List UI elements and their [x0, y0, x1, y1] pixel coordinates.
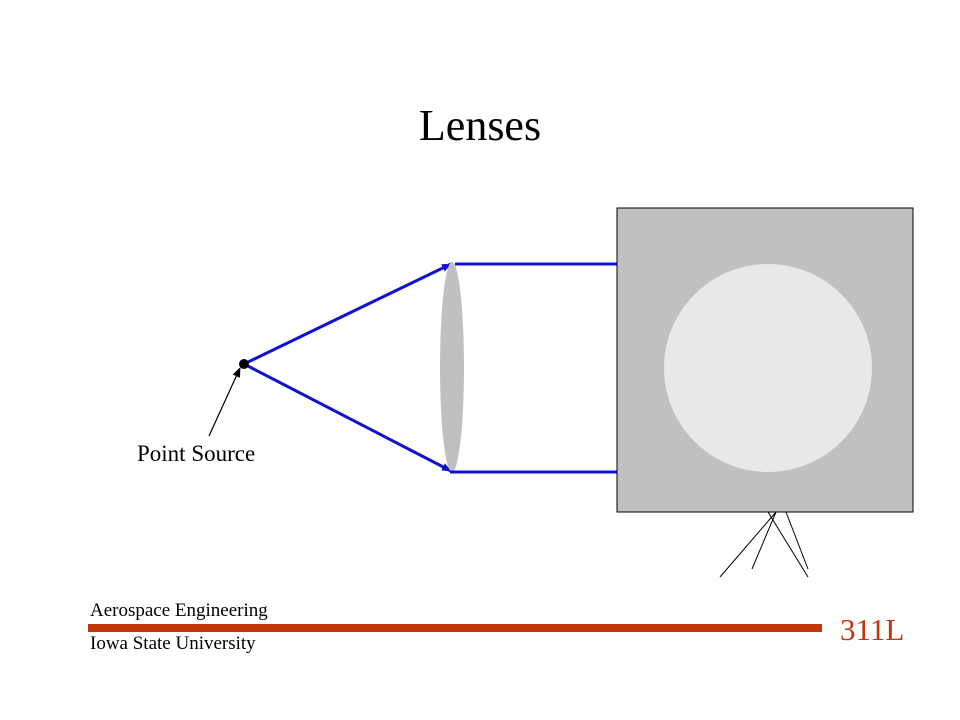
slide-title: Lenses [418, 101, 542, 150]
course-number: 311L [840, 612, 905, 647]
point-source-dot [239, 359, 249, 369]
footer-university: Iowa State University [90, 633, 256, 654]
screen-stand-leg [767, 511, 809, 578]
point-source-label: Point Source [137, 441, 256, 466]
screen-stand-leg [751, 511, 777, 570]
illuminated-spot [664, 264, 872, 472]
footer-department: Aerospace Engineering [90, 600, 268, 621]
screen-stand-leg [785, 511, 809, 570]
footer-divider-bar [88, 624, 822, 632]
screen-stand-leg [719, 511, 777, 578]
ray-lower-diverging [243, 362, 452, 473]
ray-upper-diverging [243, 262, 452, 366]
point-source-pointer-arrow [208, 367, 241, 437]
lens [440, 262, 464, 472]
